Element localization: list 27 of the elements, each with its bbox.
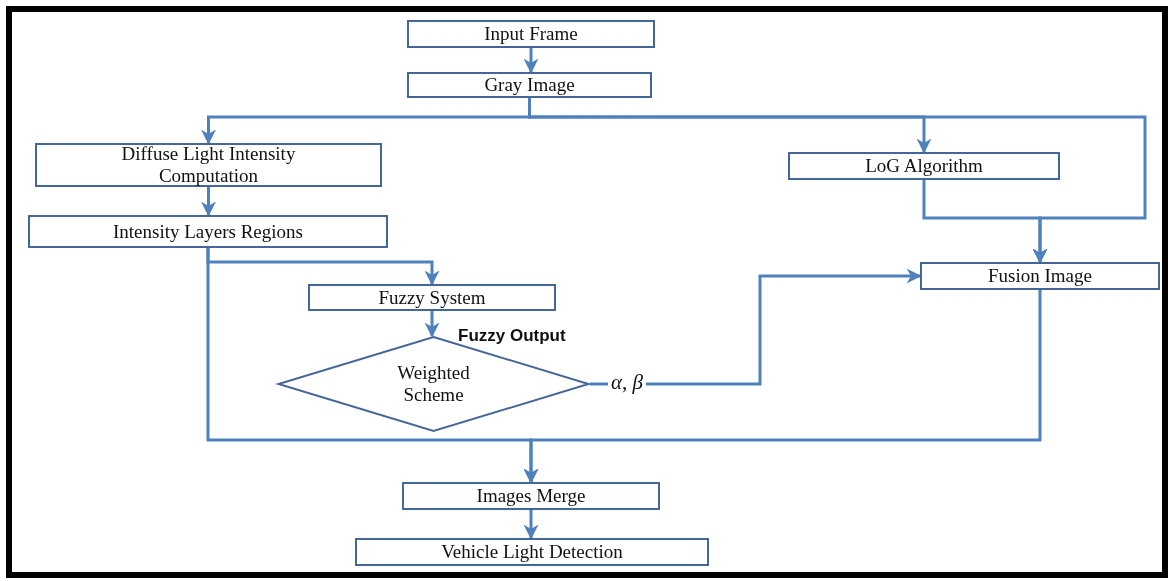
arrow [523, 510, 539, 540]
node-label: Vehicle Light Detection [441, 541, 623, 563]
process-box [355, 538, 709, 566]
node-label: Images Merge [476, 485, 586, 507]
arrow [590, 268, 922, 386]
node-label: LoG Algorithm [865, 155, 983, 177]
arrow [201, 187, 216, 217]
process-box [788, 152, 1060, 180]
arrow [922, 180, 1048, 264]
node-label: Diffuse Light Intensity Computation [120, 143, 297, 187]
process-box [308, 284, 556, 311]
process-box [35, 143, 382, 187]
node-label: Input Frame [484, 23, 578, 45]
process-box [407, 20, 655, 48]
node-label: Fuzzy System [378, 286, 486, 309]
arrow [523, 48, 539, 74]
arrow [523, 290, 1042, 484]
edge-label: Fuzzy Output [457, 326, 567, 346]
node-label: Intensity Layers Regions [113, 220, 303, 243]
process-box [920, 262, 1160, 290]
process-box [28, 215, 388, 248]
arrow [424, 311, 440, 338]
node-label: Fusion Image [988, 265, 1092, 287]
node-label: Gray Image [484, 74, 575, 96]
node-label: Weighted Scheme [396, 362, 471, 406]
process-box [402, 482, 660, 510]
process-box [407, 72, 652, 98]
